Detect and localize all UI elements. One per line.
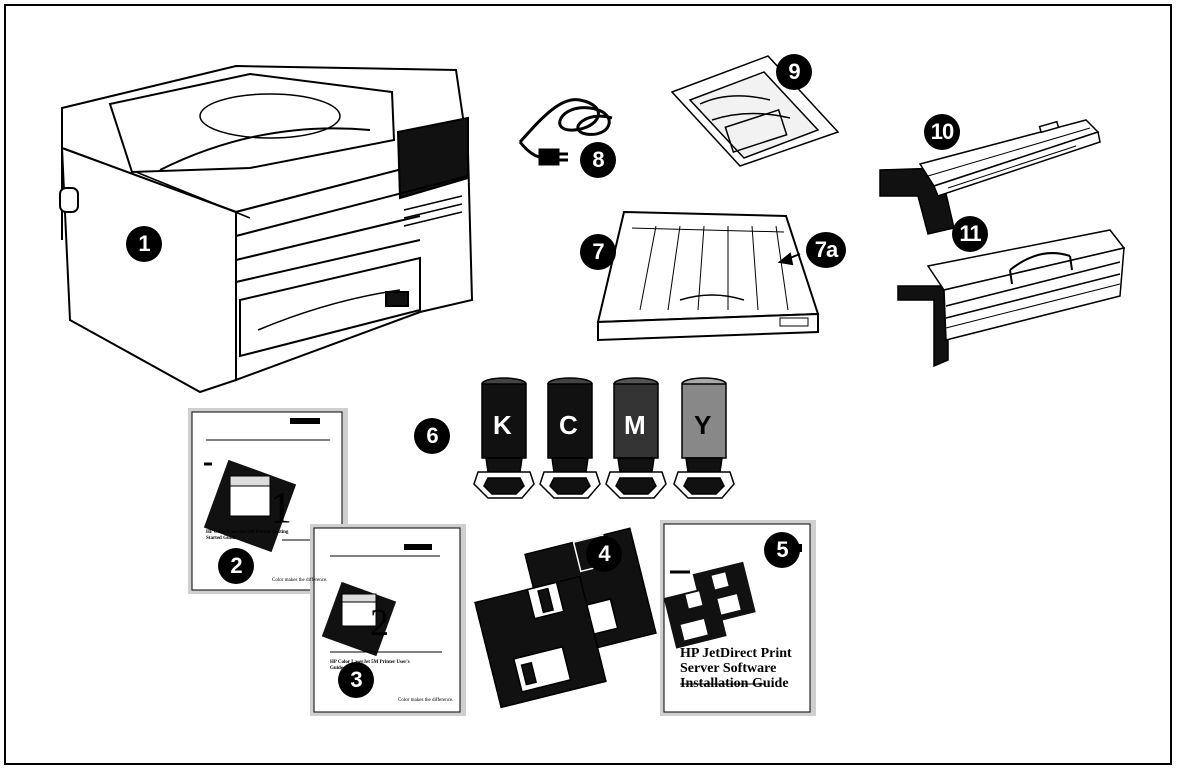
toner-label-m: M: [624, 410, 646, 441]
paper-tray-illustration: [598, 212, 818, 340]
jetdirect-guide-title: HP JetDirect Print Server Software Insta…: [680, 646, 804, 691]
callout-3: 3: [338, 662, 374, 698]
callout-1: 1: [126, 226, 162, 262]
software-disks-illustration: [475, 528, 656, 707]
callout-7a: 7a: [806, 232, 846, 268]
callout-2: 2: [218, 548, 254, 584]
accessory-bag-illustration: [672, 56, 838, 166]
toner-label-k: K: [493, 410, 512, 441]
toner-label-c: C: [559, 410, 578, 441]
users-guide-volume-number: 2: [370, 604, 389, 642]
printer-illustration: [60, 66, 472, 392]
getting-started-volume-number: 1: [270, 486, 292, 530]
callout-9: 9: [776, 54, 812, 90]
opc-drum-cartridge-illustration: [880, 120, 1100, 234]
callout-8: 8: [580, 142, 616, 178]
callout-6: 6: [414, 418, 450, 454]
callout-7: 7: [580, 234, 616, 270]
callout-11: 11: [952, 216, 988, 252]
callout-10: 10: [924, 114, 960, 150]
callout-5: 5: [764, 532, 800, 568]
toner-label-y: Y: [694, 410, 711, 441]
getting-started-title: HP Color LaserJet 5M Printer Getting Sta…: [206, 530, 296, 542]
transfer-drum-illustration: [898, 230, 1124, 366]
users-guide-tagline: Color makes the difference.: [398, 698, 458, 704]
callout-4: 4: [586, 536, 622, 572]
getting-started-tagline: Color makes the difference.: [272, 578, 342, 584]
